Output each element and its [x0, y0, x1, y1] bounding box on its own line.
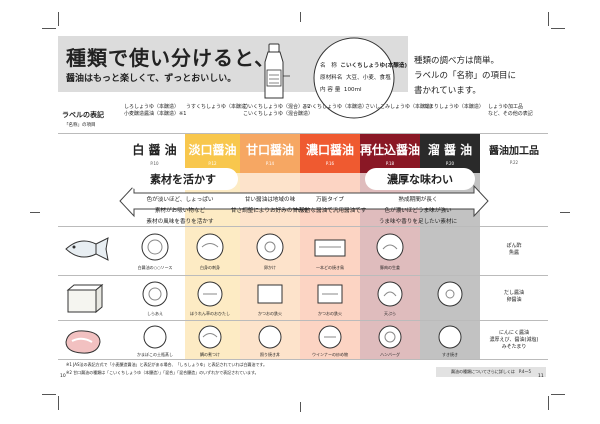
- dish-label: ほうれん草のおひたし: [190, 311, 230, 316]
- dish-icon: [196, 233, 224, 261]
- fish-icon: [65, 237, 109, 261]
- crop-mark: [58, 12, 59, 26]
- dish-icon: [256, 233, 284, 261]
- label-notation: こいくちしょうゆ（本醸造）: [302, 104, 368, 110]
- dish-icon: [197, 281, 223, 307]
- dish-icon: [377, 281, 403, 307]
- dish-label: 豚肉の生姜: [380, 265, 400, 270]
- divider: [58, 359, 548, 360]
- intro-text: 種類の調べ方は簡単。 ラベルの「名称」の項目に 書かれています。: [414, 56, 517, 96]
- crop-mark: [551, 394, 565, 395]
- dish-label: 卵かけ: [264, 265, 276, 270]
- label-notation: しろしょうゆ（本醸造）小麦醸造醤油（本醸造）※1: [124, 104, 187, 117]
- processed-uses: だし醤油卵醤油: [503, 290, 525, 303]
- dish-label: かまぼこの土瓶蒸し: [137, 352, 173, 357]
- dish-label: 一本どの焼き鳥: [316, 265, 344, 270]
- tofu-icon: [66, 283, 104, 314]
- feature-text: 色が淡いほど、しょっぱい素材がお吸い物など素材の風味を香りを活かす: [146, 197, 214, 225]
- label-row: 原材料名 大豆、小麦、食塩: [320, 75, 391, 81]
- label-notation: たまりしょうゆ（本醸造）: [424, 104, 484, 110]
- band-label-left: 素材を活かす: [128, 168, 238, 190]
- crop-mark: [300, 402, 301, 412]
- label-notation: しょうゆ加工品など、その他の表記: [488, 104, 533, 117]
- label-row: 名 称 こいくちしょうゆ(本醸造): [320, 63, 408, 69]
- dish-icon: [376, 233, 404, 261]
- label-row: 内 容 量 100ml: [320, 87, 362, 93]
- crop-mark: [300, 12, 301, 22]
- crop-mark: [548, 12, 549, 26]
- dish-label: ハンバーグ: [380, 352, 400, 357]
- feature-text: 熟成期間が長く色が濃いほどうま味が強いうま味や香りを足したい素材に: [378, 197, 458, 225]
- crop-mark: [42, 28, 56, 29]
- crop-mark: [548, 396, 549, 410]
- divider: [58, 320, 548, 321]
- page-title: 種類で使い分けると、: [66, 46, 276, 70]
- dish-icon: [314, 239, 346, 257]
- dish-icon: [317, 284, 343, 304]
- crop-mark: [551, 28, 565, 29]
- label-notation: さいしこみしょうゆ（本醸造）: [365, 104, 436, 110]
- row-label-sub: 「名称」の項目: [64, 123, 96, 128]
- dish-label: ウインナーの炒め物: [312, 352, 348, 357]
- dish-icon: [198, 325, 222, 349]
- dish-label: しらあえ: [147, 311, 163, 316]
- dish-label: かつおの鉄火: [318, 311, 342, 316]
- footer-reference: 醤油の種類についてさらに詳しくは P.4〜5: [436, 367, 546, 377]
- divider: [58, 226, 548, 227]
- dish-icon: [142, 281, 168, 307]
- dish-label: 白身の刺身: [200, 265, 220, 270]
- crop-mark: [560, 212, 570, 213]
- dish-label: 照り焼き丼: [260, 352, 280, 357]
- page-number-left: 10: [60, 374, 66, 379]
- page-number-right: 11: [538, 374, 544, 379]
- crop-mark: [30, 212, 40, 213]
- feature-text: 甘い醤油は地域の味甘さ調整によりお好みの甘みを: [230, 197, 310, 214]
- dish-label: かつおの鉄火: [258, 311, 282, 316]
- dish-label: 天ぷら: [384, 311, 396, 316]
- dish-label: 鯛の煮つけ: [200, 352, 220, 357]
- dish-label: すき焼き: [442, 352, 458, 357]
- dish-icon: [257, 284, 283, 304]
- dish-icon: [143, 325, 167, 349]
- label-notation: うすくちしょうゆ（本醸造）: [186, 104, 252, 110]
- dish-icon: [141, 233, 169, 261]
- dish-icon: [438, 325, 462, 349]
- page-subtitle: 醤油はもっと楽しくて、ずっとおいしい。: [66, 74, 237, 84]
- dish-label: 白醤油の○○ソース: [137, 265, 173, 270]
- dish-icon: [378, 325, 402, 349]
- label-zoom-circle: [313, 37, 395, 119]
- row-label-title: ラベルの表記: [62, 111, 104, 119]
- dish-icon: [318, 325, 342, 349]
- divider: [58, 275, 548, 276]
- dish-icon: [437, 281, 463, 307]
- dish-icon: [258, 325, 282, 349]
- footnote: ※1 JAS法の表記方式で「小麦醸造醤油」と表記がある場合、「しろしょうゆ」と表…: [66, 362, 268, 367]
- meat-icon: [65, 330, 101, 354]
- footnote: ※2 甘口醤油の種類は「こいくちしょうゆ（本醸造）」「混合」「混合醸造」のいずれ…: [66, 370, 259, 375]
- flavor-arrow-icon: [119, 184, 489, 218]
- feature-text: 万能タイプ一般的な醤油で汎用醤油です: [293, 197, 367, 214]
- processed-uses: ぽん酢魚醤: [506, 243, 522, 256]
- crop-mark: [42, 394, 56, 395]
- band-label-right: 濃厚な味わい: [365, 168, 475, 190]
- divider: [58, 133, 548, 134]
- crop-mark: [58, 396, 59, 410]
- processed-uses: にんにく醤油濃厚えび、醤油(減塩)みそたまり: [489, 330, 539, 350]
- soy-bottle-icon: [264, 43, 290, 99]
